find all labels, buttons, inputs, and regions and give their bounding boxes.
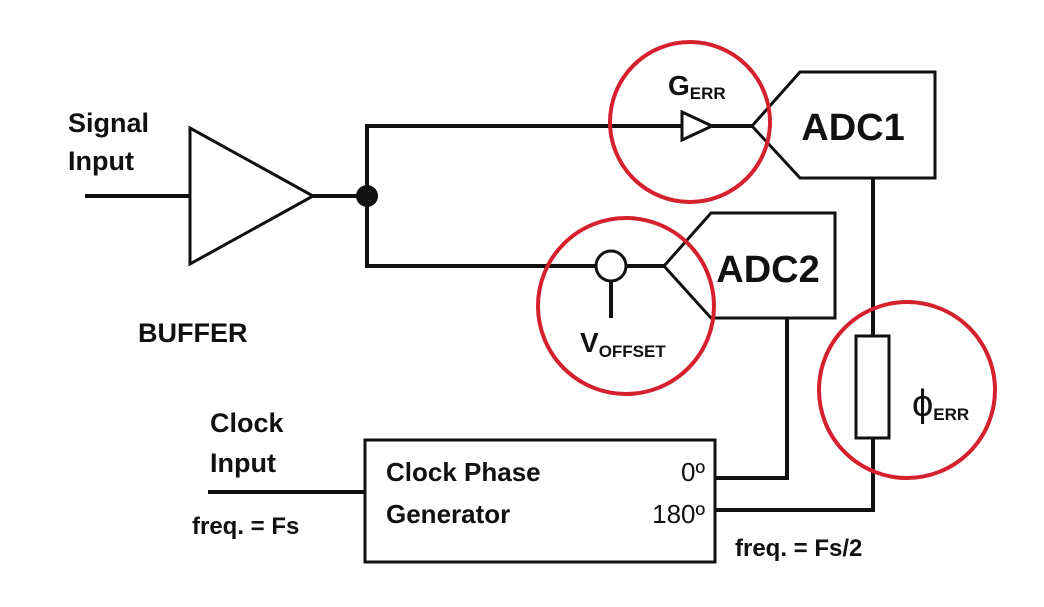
- gain-error-highlight-circle: [608, 40, 772, 204]
- adc1-label: ADC1: [801, 107, 904, 149]
- clock-180deg-wire-lower: [715, 438, 875, 512]
- adc2-label: ADC2: [716, 249, 819, 291]
- clock-0deg-wire: [715, 318, 789, 480]
- signal-input-label-line2: Input: [68, 146, 134, 176]
- offset-summing-node: [594, 249, 628, 283]
- clock-input-label-line1: Clock: [210, 408, 285, 438]
- phase-error-highlight-circle: [817, 300, 997, 480]
- clock-output-frequency: freq. = Fs/2: [735, 535, 862, 562]
- phase-0-label: 0º: [681, 457, 705, 487]
- gain-error-sub: ERR: [690, 84, 726, 103]
- phase-error-element: [854, 334, 891, 440]
- clock-phase-generator-block: [363, 438, 717, 564]
- clock-input-frequency: freq. = Fs: [192, 513, 299, 540]
- adc2-block: [661, 211, 837, 320]
- offset-sub: OFFSET: [599, 342, 667, 361]
- offset-error-highlight-circle: [536, 216, 716, 396]
- offset-label: VOFFSET: [580, 327, 666, 361]
- gain-error-label: GERR: [668, 70, 726, 103]
- offset-main: V: [580, 327, 599, 358]
- buffer-amplifier: [188, 125, 317, 267]
- phase-error-sub: ERR: [933, 405, 969, 424]
- buffer-label: BUFFER: [138, 318, 248, 348]
- clock-generator-label-line1: Clock Phase: [386, 457, 541, 487]
- phase-180-label: 180º: [652, 499, 705, 529]
- clock-generator-label-line2: Generator: [386, 499, 510, 529]
- phase-error-label: ϕERR: [912, 383, 969, 425]
- phase-error-main: ϕ: [912, 383, 933, 425]
- signal-input-label-line1: Signal: [68, 108, 149, 138]
- gain-error-main: G: [668, 70, 690, 101]
- gain-error-amplifier: [680, 109, 716, 143]
- clock-input-label-line2: Input: [210, 448, 276, 478]
- adc1-block: [749, 70, 937, 180]
